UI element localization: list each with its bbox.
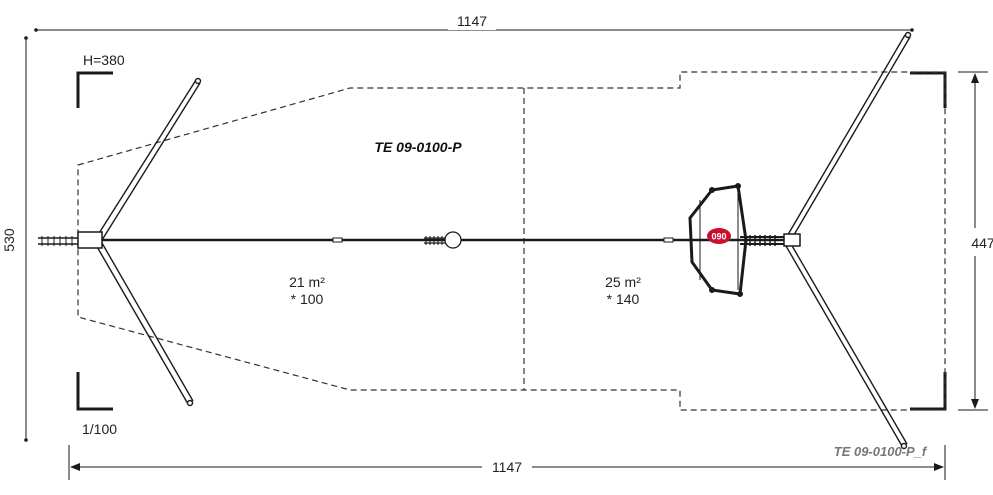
drawing-reference: TE 09-0100-P_f [834, 444, 928, 459]
left-dimension-label: 530 [1, 228, 17, 252]
scale-label: 1/100 [82, 421, 117, 437]
product-badge: 090 [707, 228, 731, 244]
product-badge-label: 090 [711, 232, 726, 242]
top-beam [38, 231, 801, 249]
top-dimension-label: 1147 [457, 13, 487, 29]
right-dimension-label: 447 [971, 235, 993, 251]
zone-right-depth: * 140 [607, 291, 640, 307]
zone-left-area: 21 m² [289, 274, 325, 290]
zone-right-label: 25 m² * 140 [605, 274, 641, 307]
swing-frame [95, 31, 912, 450]
zone-right-area: 25 m² [605, 274, 641, 290]
zone-left-depth: * 100 [291, 291, 324, 307]
height-label: H=380 [83, 52, 125, 68]
basket-seat [688, 183, 748, 297]
zone-left-label: 21 m² * 100 [289, 274, 325, 307]
drawing-title: TE 09-0100-P [374, 139, 462, 155]
right-dimension: 447 [958, 71, 993, 411]
left-dimension: 530 [1, 36, 28, 442]
bottom-dimension-label: 1147 [492, 459, 522, 475]
top-dimension: 1147 [34, 12, 914, 32]
bottom-dimension: 1147 [68, 445, 946, 480]
